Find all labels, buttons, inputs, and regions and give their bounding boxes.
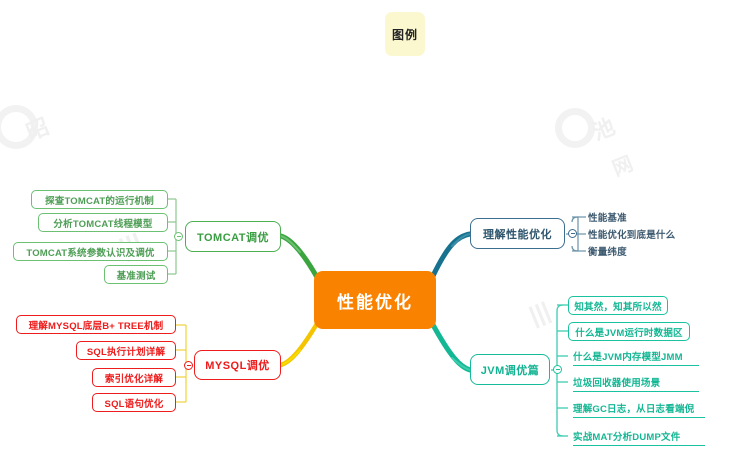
leaf-jvm-4-label: 理解GC日志，从日志看端倪 <box>573 404 695 415</box>
leaf-jvm-3[interactable]: 垃圾回收器使用场景 <box>573 373 699 392</box>
leaf-jvm-1-label: 什么是JVM运行时数据区 <box>575 327 683 339</box>
wire-central-tomcat <box>278 233 321 282</box>
leaf-jvm-2-label: 什么是JVM内存模型JMM <box>573 352 683 363</box>
leaf-jvm-0-label: 知其然，知其所以然 <box>574 301 662 313</box>
leaf-tomcat-2[interactable]: TOMCAT系统参数认识及调优 <box>13 242 168 261</box>
branch-node-understand-performance[interactable]: 理解性能优化 <box>470 218 565 249</box>
watermark-ring-left <box>0 105 38 149</box>
leaf-understand-1-label: 性能优化到底是什么 <box>588 230 676 241</box>
collapse-toggle-tomcat[interactable] <box>174 232 183 241</box>
legend-label: 图例 <box>391 27 418 42</box>
leaf-tomcat-1-label: 分析TOMCAT线程模型 <box>53 218 153 230</box>
leaf-mysql-3-label: SQL语句优化 <box>104 398 164 410</box>
leaf-jvm-0[interactable]: 知其然，知其所以然 <box>568 296 668 315</box>
leaf-mysql-2[interactable]: 索引优化详解 <box>92 368 176 387</box>
leaf-tomcat-1[interactable]: 分析TOMCAT线程模型 <box>38 213 168 232</box>
branch-node-jvm-label: JVM调优篇 <box>480 364 540 377</box>
leaf-understand-1[interactable]: 性能优化到底是什么 <box>588 226 708 242</box>
central-node-label: 性能优化 <box>337 292 413 312</box>
collapse-toggle-mysql[interactable] <box>184 361 193 370</box>
leaf-understand-0[interactable]: 性能基准 <box>588 209 708 225</box>
leaf-understand-2-label: 衡量纬度 <box>588 247 627 258</box>
leaf-mysql-2-label: 索引优化详解 <box>104 373 164 385</box>
leaf-jvm-5-label: 实战MAT分析DUMP文件 <box>573 432 681 443</box>
leaf-tomcat-0[interactable]: 探查TOMCAT的运行机制 <box>31 190 168 209</box>
leaf-tomcat-0-label: 探查TOMCAT的运行机制 <box>45 195 154 207</box>
leaf-understand-0-label: 性能基准 <box>588 213 627 224</box>
watermark-ring-center <box>555 108 595 148</box>
leaf-understand-2[interactable]: 衡量纬度 <box>588 243 708 259</box>
branch-node-tomcat[interactable]: TOMCAT调优 <box>185 221 281 252</box>
leaf-jvm-3-label: 垃圾回收器使用场景 <box>573 378 661 389</box>
collapse-toggle-understand-performance[interactable] <box>568 229 577 238</box>
leaf-jvm-2[interactable]: 什么是JVM内存模型JMM <box>573 347 699 366</box>
leaf-tomcat-3[interactable]: 基准测试 <box>104 265 168 284</box>
leaf-tomcat-2-label: TOMCAT系统参数认识及调优 <box>26 247 155 259</box>
wire-central-jvm <box>429 320 473 373</box>
leaf-mysql-3[interactable]: SQL语句优化 <box>92 393 176 412</box>
leaf-tomcat-3-label: 基准测试 <box>116 270 156 282</box>
legend-box[interactable]: 图例 <box>385 12 425 56</box>
leaf-jvm-1[interactable]: 什么是JVM运行时数据区 <box>568 322 690 341</box>
branch-node-mysql-label: MYSQL调优 <box>205 360 270 372</box>
central-node[interactable]: 性能优化 <box>314 271 436 329</box>
leaf-mysql-1-label: SQL执行计划详解 <box>86 346 166 358</box>
leaf-mysql-0[interactable]: 理解MYSQL底层B+ TREE机制 <box>16 315 176 334</box>
leaf-jvm-4[interactable]: 理解GC日志，从日志看端倪 <box>573 399 705 418</box>
leaf-mysql-0-label: 理解MYSQL底层B+ TREE机制 <box>28 320 164 332</box>
collapse-toggle-jvm[interactable] <box>553 365 562 374</box>
watermark-text-center: 池 <box>588 113 619 146</box>
leaf-jvm-5[interactable]: 实战MAT分析DUMP文件 <box>573 427 705 446</box>
watermark-text-right: 网 <box>609 152 637 181</box>
wire-central-mysql <box>278 319 321 368</box>
leaf-mysql-1[interactable]: SQL执行计划详解 <box>76 341 176 360</box>
branch-node-tomcat-label: TOMCAT调优 <box>196 231 270 244</box>
watermark-text-bottom: ||| <box>525 297 555 330</box>
branch-node-mysql[interactable]: MYSQL调优 <box>194 350 281 380</box>
branch-node-understand-performance-label: 理解性能优化 <box>483 228 552 241</box>
wire-central-understand <box>429 231 473 281</box>
branch-node-jvm[interactable]: JVM调优篇 <box>470 354 550 385</box>
